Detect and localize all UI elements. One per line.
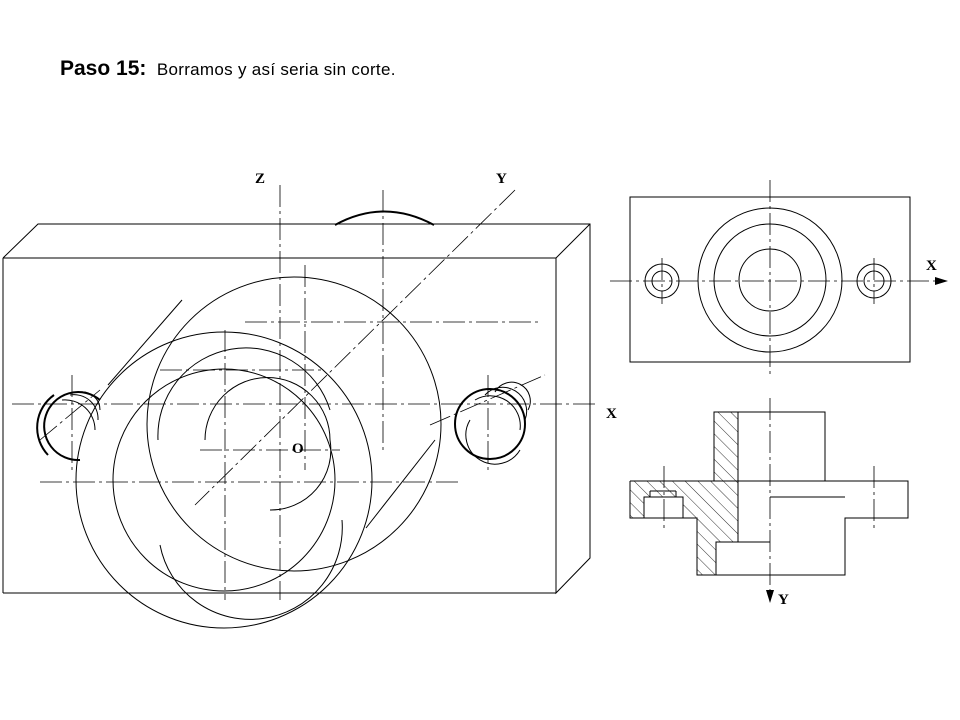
- left-hole: [36, 391, 101, 462]
- axis-z-label: Z: [255, 171, 265, 187]
- bore-arc-inner: [204, 377, 332, 511]
- axis-x-label: X: [606, 406, 617, 422]
- step-label: Paso 15:: [60, 57, 147, 80]
- front-section-view: Y: [629, 398, 909, 608]
- iso-center-lines: [12, 185, 598, 600]
- top-axis-x-label: X: [926, 258, 937, 274]
- top-x-arrow: [935, 277, 948, 285]
- bore-arc: [157, 347, 331, 441]
- boss-circle-front-inner: [112, 368, 336, 592]
- origin-label: O: [292, 441, 304, 457]
- block-outline: [2, 223, 591, 595]
- axis-y-label: Y: [496, 171, 507, 187]
- section-y-arrow: [766, 590, 774, 603]
- isometric-view: Z Y X O: [2, 171, 617, 629]
- section-outline: [629, 411, 909, 576]
- tangent-line: [107, 299, 183, 386]
- bore-arc-lower: [159, 519, 343, 620]
- tangent-line: [365, 439, 436, 529]
- boss-circle-front-outer: [75, 331, 373, 629]
- top-view: X: [610, 180, 948, 378]
- page-title: Paso 15: Borramos y así seria sin corte.: [60, 57, 396, 81]
- section-axis-y-label: Y: [778, 592, 789, 608]
- right-hole: [454, 381, 531, 465]
- boss-top-arc: [334, 210, 435, 226]
- boss-circle-back: [146, 276, 442, 572]
- section-hatch: [630, 412, 738, 575]
- step-description: Borramos y así seria sin corte.: [156, 60, 396, 79]
